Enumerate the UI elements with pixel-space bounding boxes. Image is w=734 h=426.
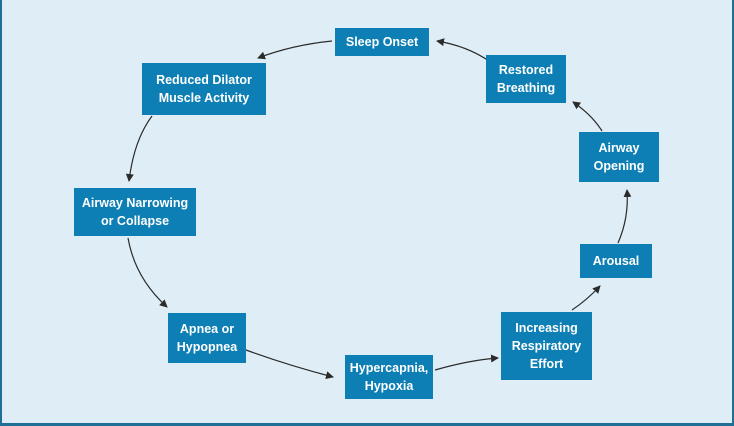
arrow-reduced-to-narrowing — [125, 115, 153, 182]
arrow-arousal-to-opening — [617, 189, 632, 244]
node-arousal: Arousal — [580, 244, 652, 278]
node-airway-opening: Airway Opening — [579, 132, 659, 182]
node-increasing-respiratory-effort: Increasing Respiratory Effort — [501, 312, 592, 380]
arrow-restored-to-sleep — [436, 38, 490, 62]
arrow-apnea-to-hyper — [245, 349, 334, 380]
node-apnea-or-hypopnea: Apnea or Hypopnea — [168, 313, 246, 363]
node-sleep-onset: Sleep Onset — [335, 28, 429, 56]
node-hypercapnia-hypoxia: Hypercapnia, Hypoxia — [345, 355, 433, 399]
arrow-hyper-to-effort — [434, 354, 499, 371]
node-restored-breathing: Restored Breathing — [486, 55, 566, 103]
node-airway-narrowing: Airway Narrowing or Collapse — [74, 188, 196, 236]
arrow-opening-to-restored — [572, 101, 603, 132]
arrow-narrowing-to-apnea — [127, 237, 168, 308]
arrow-effort-to-arousal — [571, 285, 601, 311]
node-reduced-dilator-muscle-activity: Reduced Dilator Muscle Activity — [142, 63, 266, 115]
arrow-sleep-to-reduced — [257, 40, 333, 60]
